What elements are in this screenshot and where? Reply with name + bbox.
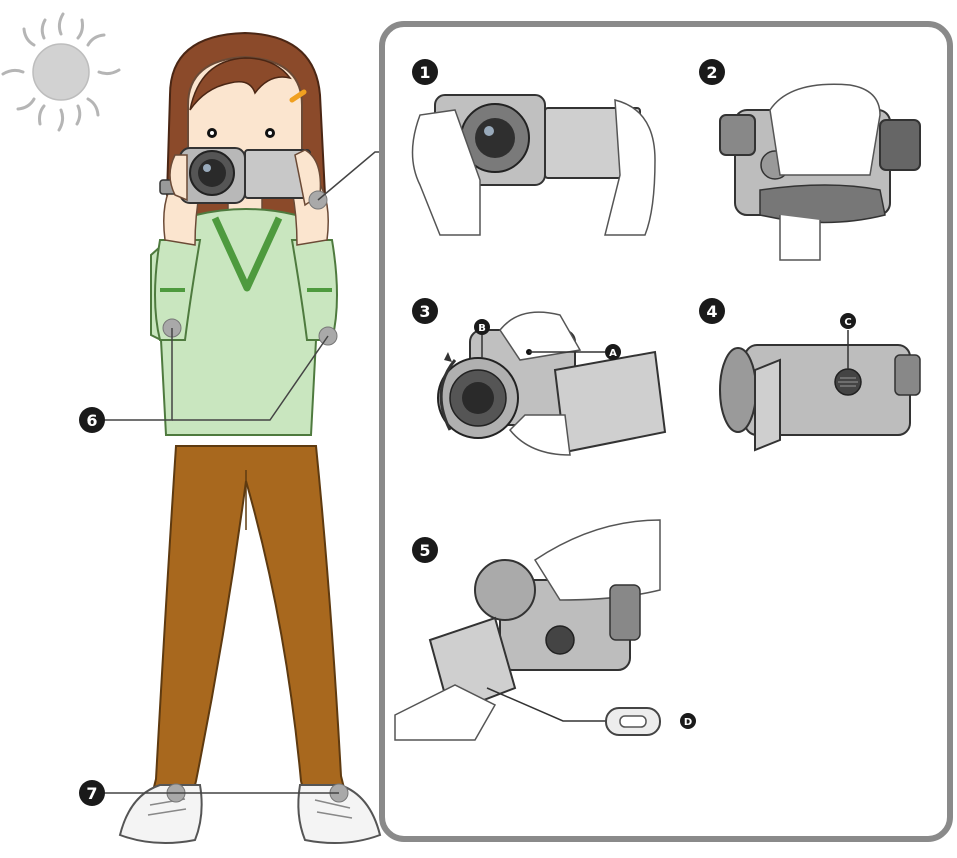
step-badge-4: 4 <box>699 298 725 324</box>
svg-text:4: 4 <box>706 302 717 321</box>
person-figure <box>120 33 380 843</box>
callout-badge-b: B <box>474 319 490 335</box>
sun-icon <box>3 14 119 130</box>
svg-text:A: A <box>609 348 617 359</box>
step-badge-7: 7 <box>79 780 105 806</box>
step-badge-6: 6 <box>79 407 105 433</box>
callout-badge-d: D <box>680 713 696 729</box>
svg-text:C: C <box>844 317 851 328</box>
svg-text:B: B <box>478 323 486 334</box>
svg-text:6: 6 <box>86 411 97 430</box>
svg-text:D: D <box>684 717 692 728</box>
step-badge-2: 2 <box>699 59 725 85</box>
step-badge-1: 1 <box>412 59 438 85</box>
svg-text:5: 5 <box>419 541 430 560</box>
callout-badge-c: C <box>840 313 856 329</box>
svg-text:1: 1 <box>419 63 430 82</box>
svg-text:7: 7 <box>86 784 97 803</box>
callout-badge-a: A <box>605 344 621 360</box>
pants <box>151 446 346 801</box>
svg-text:3: 3 <box>419 302 430 321</box>
step-badge-3: 3 <box>412 298 438 324</box>
step-badge-5: 5 <box>412 537 438 563</box>
svg-text:2: 2 <box>706 63 717 82</box>
